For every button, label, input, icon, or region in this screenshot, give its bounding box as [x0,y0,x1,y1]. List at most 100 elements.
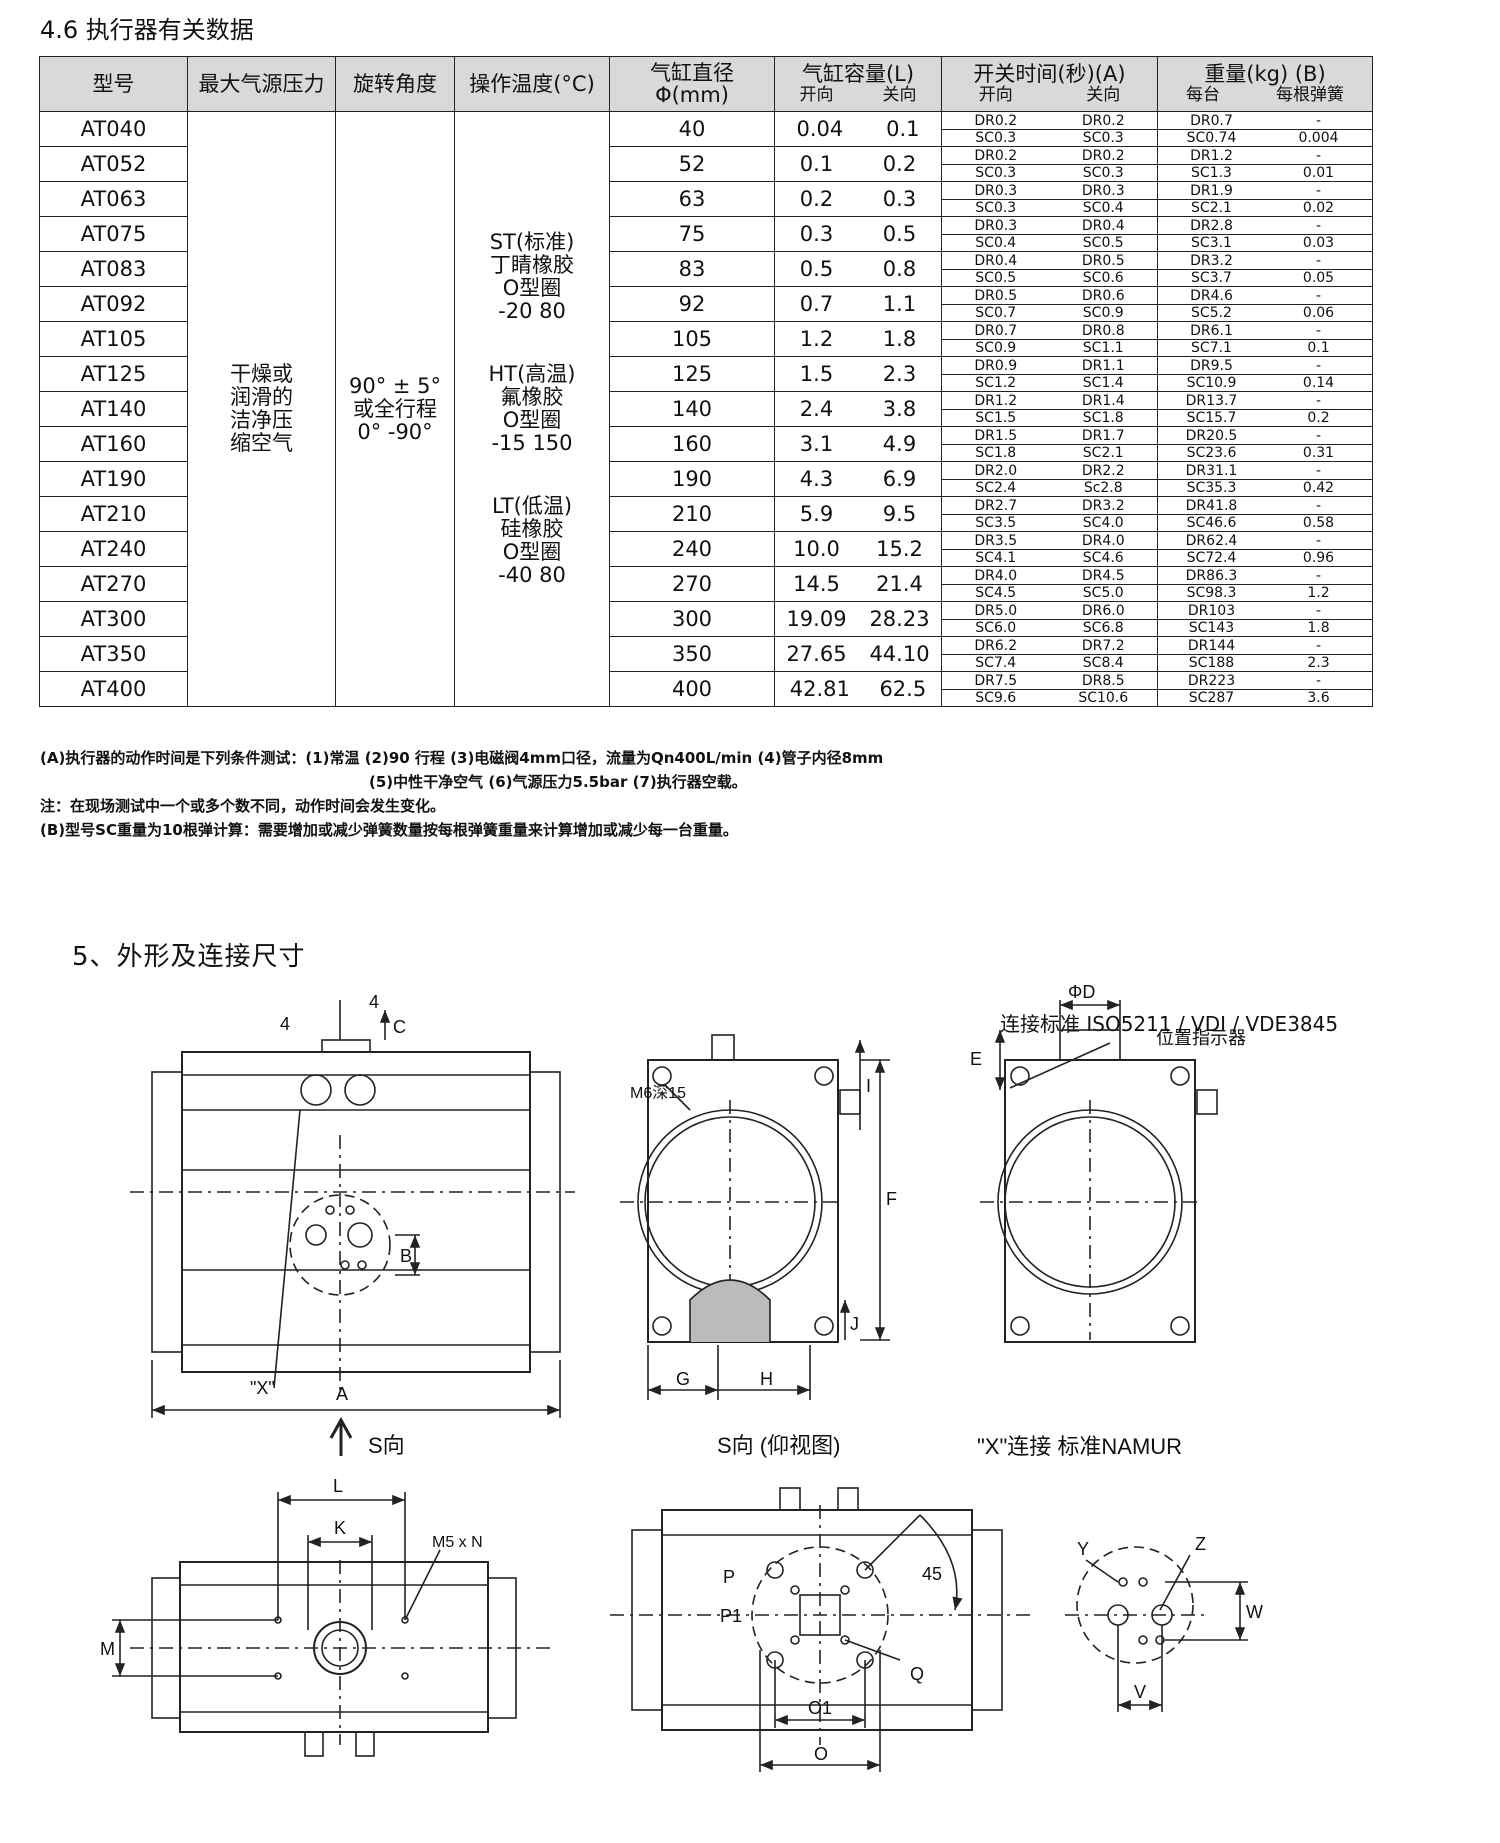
cell-bore: 83 [609,251,775,287]
volume-close: 2.3 [882,362,917,386]
label-m6: M6深15 [630,1084,686,1102]
label-dim-4-top: 4 [369,992,379,1012]
temp-line: 氟橡胶 [500,385,564,409]
cell-bore: 240 [609,531,775,567]
time-dr-close: DR2.2 [1081,462,1125,479]
note-a-cont: (5)中性干净空气 (6)气源压力5.5bar (7)执行器空载。 [369,773,747,791]
cell-bore: 125 [609,356,775,392]
time-sc-open: SC0.4 [975,234,1017,251]
time-dr-close: DR0.2 [1081,147,1125,164]
temp-line: -20 80 [498,299,566,323]
volume-close: 3.8 [882,397,917,421]
time-dr-close: DR0.2 [1081,112,1125,129]
label-phi-d: ΦD [1068,982,1095,1002]
weight-dr: DR144 [1187,637,1236,654]
volume-close: 62.5 [879,677,927,701]
time-dr-close: DR7.2 [1081,637,1125,654]
volume-open: 10.0 [793,537,840,561]
time-sc-close: SC0.3 [1082,164,1124,181]
volume-open: 0.04 [796,117,844,141]
time-sc-close: SC1.4 [1082,374,1124,391]
header-max-pressure: 最大气源压力 [187,56,336,112]
temp-line: -15 150 [491,431,573,455]
time-dr-close: DR1.4 [1081,392,1125,409]
time-sc-close: SC0.5 [1082,234,1124,251]
weight-dr: DR223 [1187,672,1236,689]
weight-dr: DR31.1 [1185,462,1238,479]
cell-bore: 40 [609,111,775,147]
time-dr-close: DR8.5 [1081,672,1125,689]
cell-model: AT300 [39,601,188,637]
time-dr-open: DR0.3 [974,182,1018,199]
volume-close: 0.5 [882,222,917,246]
spring-dr: - [1315,287,1322,304]
label-dim-q: Q [910,1664,924,1684]
spec-table: 型号 最大气源压力 旋转角度 操作温度(°C) 气缸直径 Φ(mm) 气缸容量(… [39,56,1373,707]
time-sc-close: SC2.1 [1082,444,1124,461]
time-sc-open: SC1.2 [975,374,1017,391]
volume-open: 0.1 [799,152,834,176]
spring-dr: - [1315,182,1322,199]
weight-sc: SC10.9 [1186,374,1237,391]
spring-dr: - [1315,217,1322,234]
volume-open: 2.4 [799,397,834,421]
temp-line: 硅橡胶 [500,517,564,541]
time-sc-open: SC0.5 [975,269,1017,286]
time-sc-close: SC1.1 [1082,339,1124,356]
spring-sc: 0.14 [1302,374,1335,391]
table-header-row: 型号 最大气源压力 旋转角度 操作温度(°C) 气缸直径 Φ(mm) 气缸容量(… [39,56,1373,112]
volume-close: 1.8 [882,327,917,351]
volume-close: 1.1 [882,292,917,316]
time-sc-open: SC6.0 [975,619,1017,636]
header-volume: 气缸容量(L) 开向关向 [774,56,942,112]
label-dim-i: I [866,1076,871,1096]
time-sc-open: SC3.5 [975,514,1017,531]
weight-sc: SC35.3 [1186,479,1237,496]
cell-bore: 75 [609,216,775,252]
time-dr-open: DR1.5 [974,427,1018,444]
weight-sc: SC0.74 [1186,129,1237,146]
label-x-mark: "X" [250,1378,275,1398]
note-field: 注：在现场测试中一个或多个数不同，动作时间会发生变化。 [40,797,446,815]
time-sc-close: SC10.6 [1078,689,1129,706]
side-view [620,1034,890,1400]
label-x-namur: "X"连接 标准NAMUR [977,1434,1182,1459]
header-time-title: 开关时间(秒)(A) [973,62,1126,86]
temp-line: -40 80 [498,563,566,587]
volume-close: 28.23 [869,607,930,631]
time-dr-open: DR2.0 [974,462,1018,479]
volume-close: 0.8 [882,257,917,281]
label-dim-y: Y [1077,1539,1089,1559]
volume-open: 14.5 [793,572,840,596]
time-sc-open: SC1.8 [975,444,1017,461]
label-dim-o1: O1 [808,1698,832,1718]
spring-sc: 0.96 [1302,549,1335,566]
time-dr-open: DR2.7 [974,497,1018,514]
label-dim-m: M [100,1639,115,1659]
connection-standard: 连接标准 ISO5211 / VDI / VDE3845 [1000,1012,1339,1036]
spring-dr: - [1315,252,1322,269]
top-view [112,1492,555,1757]
spring-sc: 0.06 [1302,304,1335,321]
header-bore-line2: Φ(mm) [655,83,729,107]
time-dr-close: DR1.1 [1081,357,1125,374]
spring-dr: - [1315,112,1322,129]
